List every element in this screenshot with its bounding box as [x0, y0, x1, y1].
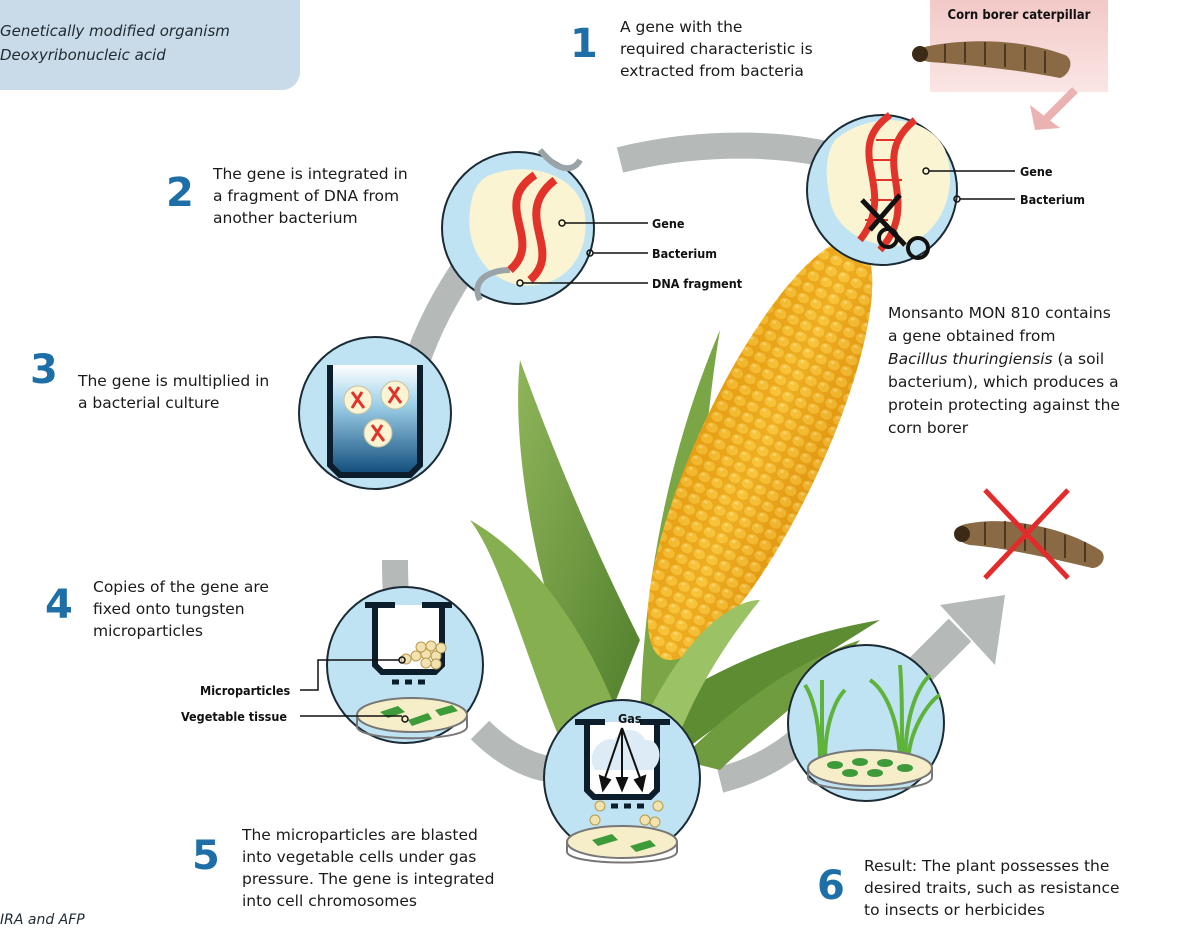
step-6-line-1: Result: The plant possesses the — [864, 855, 1120, 877]
label-vegetable-tissue: Vegetable tissue — [181, 709, 287, 724]
step-5-line-2: into vegetable cells under gas — [242, 846, 494, 868]
step-number-2: 2 — [166, 173, 194, 213]
note-line-3: Bacillus thuringiensis (a soil — [888, 348, 1163, 371]
step-number-3: 3 — [30, 350, 58, 390]
label-microparticles: Microparticles — [200, 683, 290, 698]
note-line-2: a gene obtained from — [888, 325, 1163, 348]
step-text-1: A gene with the required characteristic … — [620, 16, 813, 82]
step-6-line-3: to insects or herbicides — [864, 899, 1120, 921]
down-arrow-icon — [1030, 90, 1075, 130]
label-bacterium-2: Bacterium — [652, 246, 717, 261]
note-line-5: protein protecting against the — [888, 394, 1163, 417]
step-2-line-2: a fragment of DNA from — [213, 185, 408, 207]
step-number-1: 1 — [570, 24, 598, 64]
step-4-line-1: Copies of the gene are — [93, 576, 269, 598]
note-line-6: corn borer — [888, 417, 1163, 440]
step-3-line-2: a bacterial culture — [78, 392, 269, 414]
step-text-2: The gene is integrated in a fragment of … — [213, 163, 408, 229]
step-number-6: 6 — [817, 866, 845, 906]
label-gas: Gas — [618, 711, 642, 726]
step-5-line-3: pressure. The gene is integrated — [242, 868, 494, 890]
step-number-5: 5 — [192, 836, 220, 876]
note-line-3-rest: (a soil — [1053, 350, 1105, 368]
label-gene-2: Gene — [652, 216, 685, 231]
mon810-note: Monsanto MON 810 contains a gene obtaine… — [888, 302, 1163, 440]
label-bacterium-1: Bacterium — [1020, 192, 1085, 207]
circle-step-3 — [299, 337, 451, 489]
step-2-line-1: The gene is integrated in — [213, 163, 408, 185]
step-text-4: Copies of the gene are fixed onto tungst… — [93, 576, 269, 642]
circle-step-6 — [788, 645, 944, 801]
source-credit: IRA and AFP — [0, 912, 85, 928]
circle-step-1 — [807, 115, 1015, 265]
caterpillar-icon — [912, 41, 1070, 78]
step-4-line-3: microparticles — [93, 620, 269, 642]
note-line-4: bacterium), which produces a — [888, 371, 1163, 394]
step-2-line-3: another bacterium — [213, 207, 408, 229]
crossed-caterpillar-icon — [954, 490, 1104, 578]
step-6-line-2: desired traits, such as resistance — [864, 877, 1120, 899]
note-species-name: Bacillus thuringiensis — [888, 350, 1053, 368]
step-1-line-2: required characteristic is — [620, 38, 813, 60]
step-number-4: 4 — [45, 585, 73, 625]
label-gene-1: Gene — [1020, 164, 1053, 179]
step-3-line-1: The gene is multiplied in — [78, 370, 269, 392]
label-dna-fragment: DNA fragment — [652, 276, 742, 291]
step-1-line-1: A gene with the — [620, 16, 813, 38]
step-text-6: Result: The plant possesses the desired … — [864, 855, 1120, 921]
step-5-line-4: into cell chromosomes — [242, 890, 494, 912]
circle-step-2 — [442, 150, 648, 304]
circle-step-4 — [300, 587, 483, 743]
step-text-3: The gene is multiplied in a bacterial cu… — [78, 370, 269, 414]
petri-dish-icon — [357, 698, 467, 732]
step-1-line-3: extracted from bacteria — [620, 60, 813, 82]
step-text-5: The microparticles are blasted into vege… — [242, 824, 494, 912]
step-4-line-2: fixed onto tungsten — [93, 598, 269, 620]
step-5-line-1: The microparticles are blasted — [242, 824, 494, 846]
note-line-1: Monsanto MON 810 contains — [888, 302, 1163, 325]
